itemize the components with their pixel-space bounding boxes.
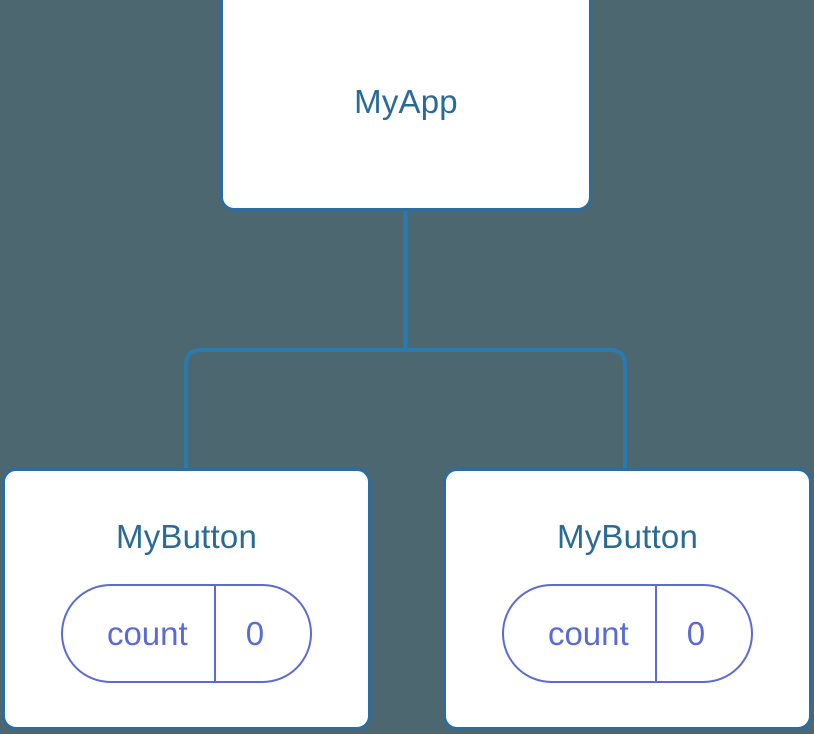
state-divider	[213, 586, 216, 681]
state-divider	[654, 586, 657, 681]
state-value: 0	[686, 615, 706, 652]
state-value: 0	[245, 615, 265, 652]
node-myapp[interactable]: MyApp	[220, 0, 592, 211]
node-title: MyButton	[557, 518, 698, 555]
edge-root-to-child-0	[184, 348, 406, 470]
edge-root-to-child-1	[405, 348, 627, 470]
node-mybutton-1[interactable]: MyButton count 0	[443, 468, 812, 730]
state-key: count	[547, 615, 629, 652]
node-title: MyApp	[354, 83, 458, 120]
state-key: count	[106, 615, 188, 652]
state-pill[interactable]: count 0	[501, 584, 754, 683]
node-mybutton-0[interactable]: MyButton count 0	[2, 468, 371, 730]
state-pill[interactable]: count 0	[60, 584, 313, 683]
node-title: MyButton	[116, 518, 257, 555]
